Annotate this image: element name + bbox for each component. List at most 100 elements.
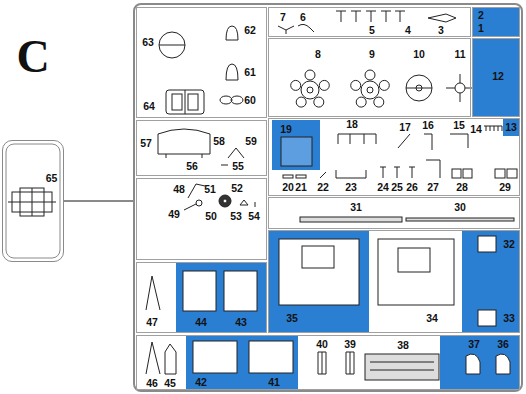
section-letter: C — [16, 34, 49, 80]
part-drawing — [307, 87, 313, 93]
callout-number: 40 — [316, 339, 328, 350]
part-drawing — [226, 26, 238, 40]
part-drawing — [228, 148, 244, 158]
callout-number: 32 — [503, 239, 515, 250]
part-drawing — [226, 64, 238, 80]
part-drawing — [305, 70, 315, 80]
part-drawing — [365, 70, 375, 80]
callout-number: 11 — [454, 49, 465, 60]
part-drawing — [231, 96, 243, 104]
part-drawing — [428, 14, 456, 22]
part-drawing — [301, 81, 319, 99]
part-drawing — [378, 239, 454, 305]
part-drawing — [440, 336, 519, 389]
part-drawing — [346, 352, 354, 374]
callout-number: 60 — [244, 95, 256, 106]
part-drawing — [183, 271, 216, 311]
callout-number: 19 — [280, 124, 292, 135]
part-drawing — [381, 11, 391, 22]
part-drawing — [166, 154, 167, 158]
callout-number: 5 — [369, 25, 375, 36]
part-drawing — [406, 218, 514, 221]
part-drawing — [478, 310, 496, 326]
callout-number: 17 — [399, 122, 411, 133]
part-drawing — [283, 175, 293, 178]
callout-number: 9 — [369, 49, 375, 60]
parts-panel: 48515249505354 — [136, 178, 267, 260]
part-drawing — [484, 126, 502, 131]
part-drawing — [338, 134, 376, 144]
callout-number: 39 — [344, 339, 356, 350]
parts-panel: 76543 — [268, 7, 471, 37]
part-drawing — [281, 137, 312, 166]
part-drawing — [424, 134, 432, 150]
callout-number: 12 — [492, 71, 504, 82]
callout-number: 20 — [282, 182, 294, 193]
part-drawing — [302, 246, 334, 268]
part-drawing — [466, 354, 480, 374]
callout-number: 6 — [300, 12, 306, 23]
callout-number: 56 — [186, 161, 198, 172]
callout-number: 23 — [345, 182, 357, 193]
part-drawing — [176, 119, 519, 389]
callout-number: 22 — [317, 182, 329, 193]
part-drawing — [159, 45, 185, 46]
parts-panel: 3130 — [268, 197, 520, 229]
part-drawing — [165, 344, 176, 374]
part-drawing — [166, 90, 204, 114]
callout-number: 53 — [230, 211, 242, 222]
part-drawing — [272, 120, 320, 170]
callout-number: 1 — [478, 23, 484, 34]
part-drawing — [507, 169, 517, 178]
callout-number: 61 — [244, 67, 256, 78]
callout-number: 35 — [286, 313, 298, 324]
callout-number: 31 — [350, 202, 362, 213]
part-drawing — [314, 97, 324, 107]
part-drawing — [496, 354, 510, 374]
callout-number: 29 — [499, 182, 511, 193]
part-drawing — [296, 175, 306, 178]
part-drawing — [351, 11, 361, 22]
part-drawing — [176, 263, 266, 332]
parts-panel: 1918171615141320212223242526272829 — [268, 118, 520, 196]
callout-number: 14 — [470, 124, 482, 135]
part-drawing — [409, 167, 415, 178]
callout-number: 16 — [422, 120, 434, 131]
part-drawing — [318, 352, 326, 374]
part-drawing — [380, 167, 386, 178]
callout-number: 27 — [427, 182, 439, 193]
part-drawing — [462, 231, 519, 332]
part-drawing — [463, 169, 472, 178]
callout-number: 24 — [377, 182, 389, 193]
callout-number: 21 — [295, 182, 307, 193]
part-drawing — [158, 129, 210, 154]
part-drawing — [398, 134, 410, 148]
part-drawing — [196, 200, 202, 206]
part-drawing — [186, 336, 298, 389]
part-drawing — [8, 11, 519, 380]
callout-number: 41 — [268, 377, 280, 388]
part-drawing — [356, 97, 366, 107]
part-drawing — [188, 94, 198, 110]
part-drawing — [6, 144, 60, 258]
part-drawing — [255, 202, 256, 207]
part-drawing — [32, 188, 33, 216]
callout-number: 62 — [244, 25, 256, 36]
callout-number: 26 — [406, 182, 418, 193]
callout-number: 43 — [235, 317, 247, 328]
part-drawing — [184, 204, 196, 210]
part-drawing — [336, 170, 366, 178]
part-drawing — [146, 276, 160, 310]
callout-number: 42 — [195, 377, 207, 388]
part-drawing — [406, 75, 432, 101]
connector-line — [64, 200, 133, 202]
part-drawing — [185, 90, 186, 114]
part-drawing — [296, 97, 306, 107]
callout-number: 46 — [146, 378, 158, 389]
callout-number: 15 — [453, 120, 465, 131]
part-drawing — [406, 88, 432, 89]
part-drawing — [188, 184, 205, 198]
part-drawing — [146, 342, 160, 374]
part-drawing — [269, 231, 369, 332]
parts-panel: 6362616064 — [136, 7, 267, 118]
